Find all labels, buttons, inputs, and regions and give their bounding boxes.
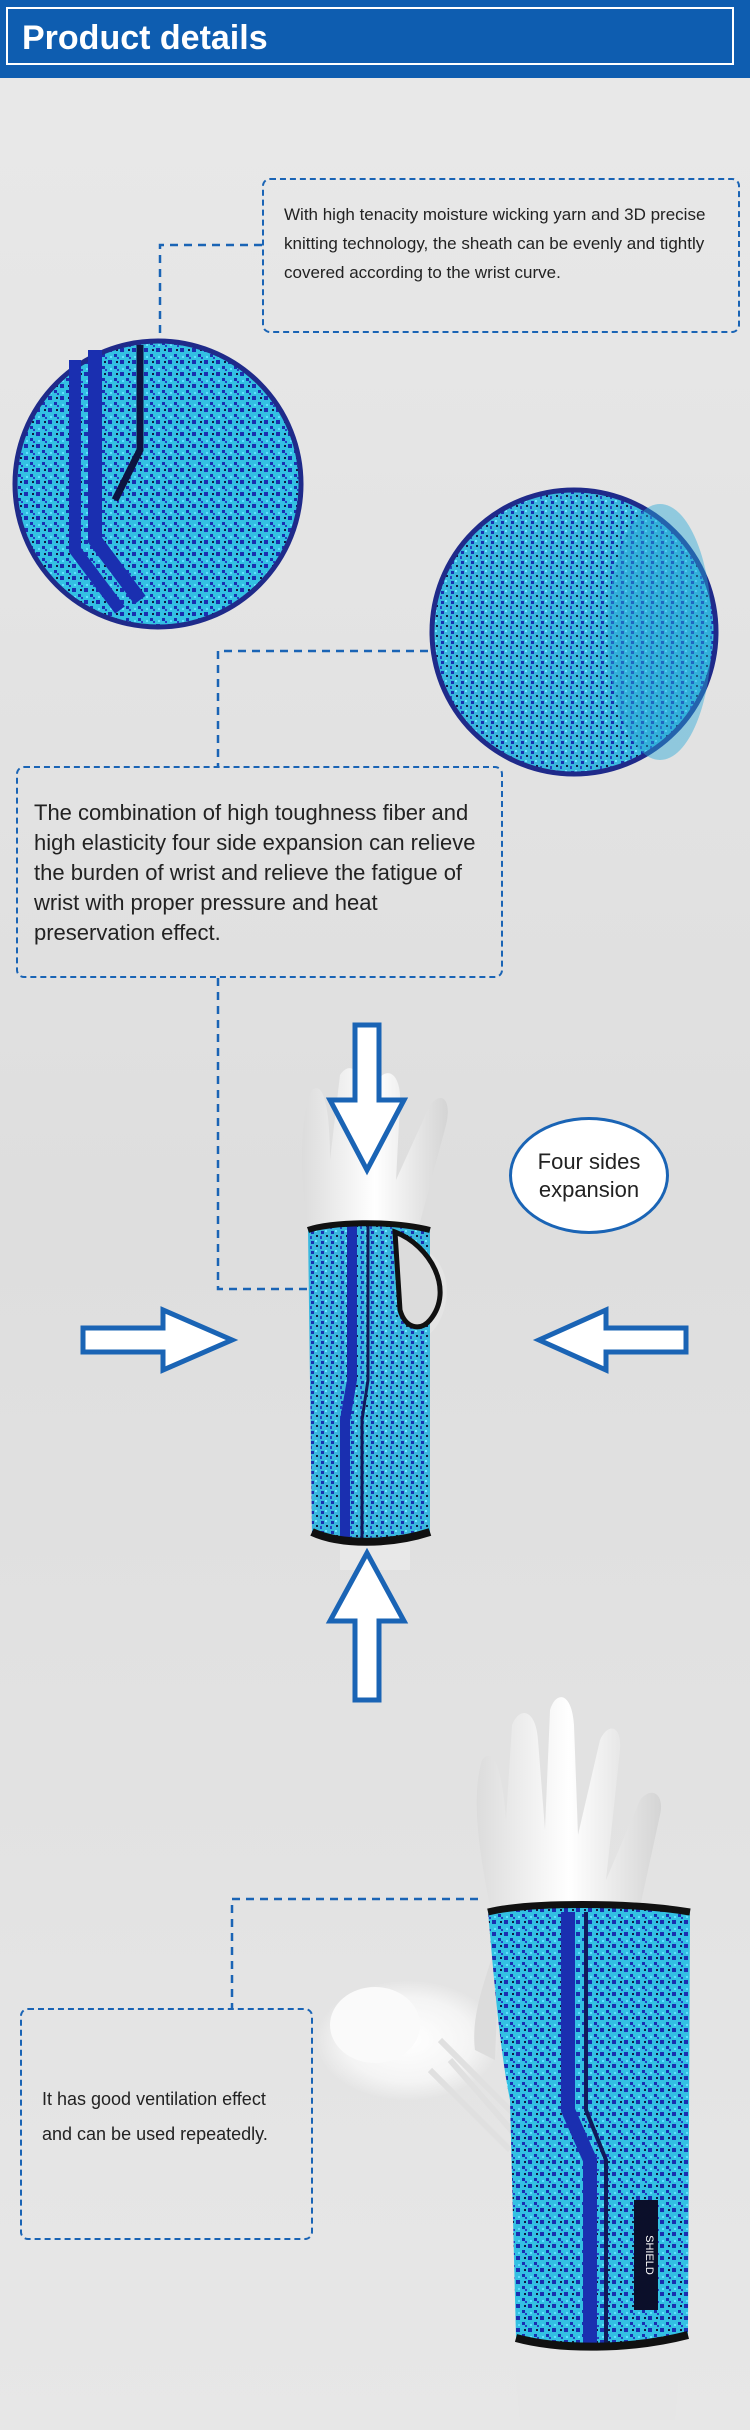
callout-ventilation: It has good ventilation effect and can b…: [20, 2008, 313, 2240]
callout-ventilation-text: It has good ventilation effect and can b…: [42, 2089, 268, 2144]
arrow-right-icon: [80, 1306, 239, 1374]
four-sides-expansion-badge: Four sides expansion: [509, 1117, 669, 1234]
connector-lines: [158, 243, 478, 2008]
callout-toughness-elasticity-text: The combination of high toughness fiber …: [34, 800, 476, 945]
hand-model-2: [474, 1697, 680, 2420]
brand-mark: SHIELD: [643, 2235, 655, 2275]
fabric-closeup-circle-2: [429, 487, 719, 777]
fabric-closeup-circle-1: [12, 338, 304, 630]
four-sides-expansion-label: Four sides expansion: [537, 1148, 641, 1202]
wrist-sleeve-2: SHIELD: [487, 1901, 691, 2351]
ventilation-air-puff-icon: [316, 1980, 523, 2153]
arrow-down-icon: [325, 1022, 409, 1176]
callout-moisture-wicking-text: With high tenacity moisture wicking yarn…: [284, 205, 706, 282]
arrow-left-icon: [532, 1306, 689, 1374]
arrow-up-icon: [325, 1547, 409, 1703]
header-frame: Product details: [6, 7, 734, 65]
header-bar: Product details: [0, 0, 750, 78]
wrist-sleeve-1: [306, 1220, 443, 1546]
callout-moisture-wicking: With high tenacity moisture wicking yarn…: [262, 178, 740, 333]
page-title: Product details: [22, 19, 268, 57]
callout-toughness-elasticity: The combination of high toughness fiber …: [16, 766, 503, 978]
